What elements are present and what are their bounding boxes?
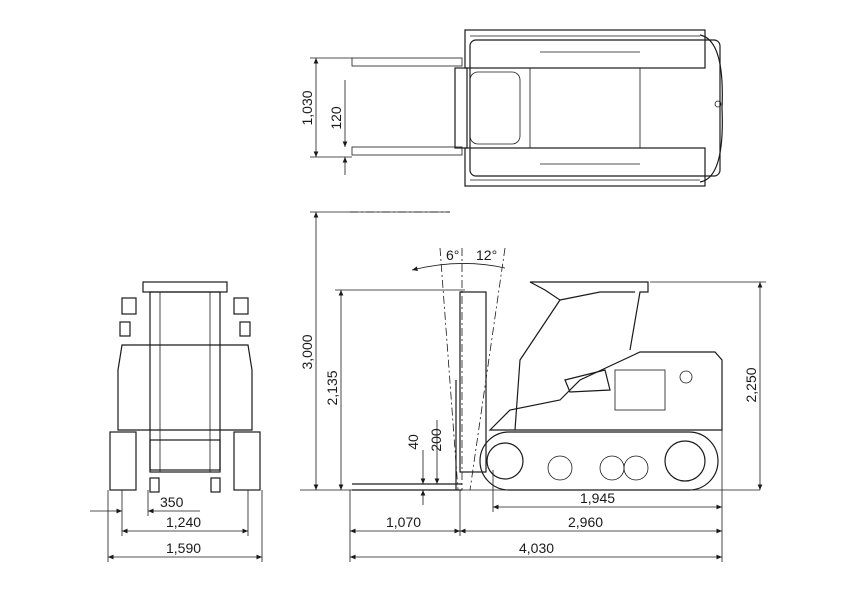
chassis-top [469, 39, 721, 177]
crawler-track-side [479, 431, 719, 491]
mast-top [469, 71, 521, 145]
dim-overall-height-raised: 3,000 [299, 334, 315, 369]
sprocket-wheel [664, 440, 706, 482]
body-side [488, 351, 723, 431]
rops-canopy [514, 281, 649, 431]
dim-tread: 1,240 [166, 514, 201, 530]
top-view: 1,030 120 [299, 29, 723, 187]
dim-top-fork-width: 120 [328, 106, 344, 130]
dim-overall-width: 1,590 [166, 540, 201, 556]
canopy-front [142, 281, 228, 293]
front-view: 350 1,240 1,590 [90, 281, 263, 562]
seat [564, 369, 611, 393]
seat-area [529, 67, 641, 149]
mast-side [459, 291, 487, 473]
right-track-front [233, 431, 261, 491]
dim-top-width: 1,030 [299, 90, 315, 125]
left-track-front [109, 431, 137, 491]
body-front [117, 344, 253, 431]
dim-track-length: 1,945 [580, 490, 615, 506]
left-lamp [121, 297, 137, 315]
engine-grille [614, 369, 666, 411]
fuel-cap-icon [679, 370, 693, 384]
dim-overall-height: 2,250 [743, 367, 759, 402]
side-view: 3,000 2,135 6° 12° 40 200 2,250 [299, 211, 766, 562]
dim-track-width: 350 [160, 494, 184, 510]
dim-fork-thickness: 40 [405, 434, 421, 450]
mast-front [149, 291, 221, 473]
dim-mast-height: 2,135 [324, 370, 340, 405]
counterweight [699, 34, 723, 183]
dim-body-length: 2,960 [568, 514, 603, 530]
dim-front-overhang: 1,070 [386, 514, 421, 530]
carriage [454, 67, 468, 149]
dim-tilt-backward: 12° [476, 247, 497, 263]
right-lamp [233, 297, 249, 315]
dim-tilt-forward: 6° [446, 247, 459, 263]
dim-overall-length: 4,030 [519, 540, 554, 556]
fork-upper [351, 57, 463, 67]
idler-wheel [486, 442, 524, 480]
hitch-icon [714, 100, 722, 108]
dim-fork-lift-height: 200 [428, 428, 444, 452]
fork-lower [351, 146, 463, 156]
